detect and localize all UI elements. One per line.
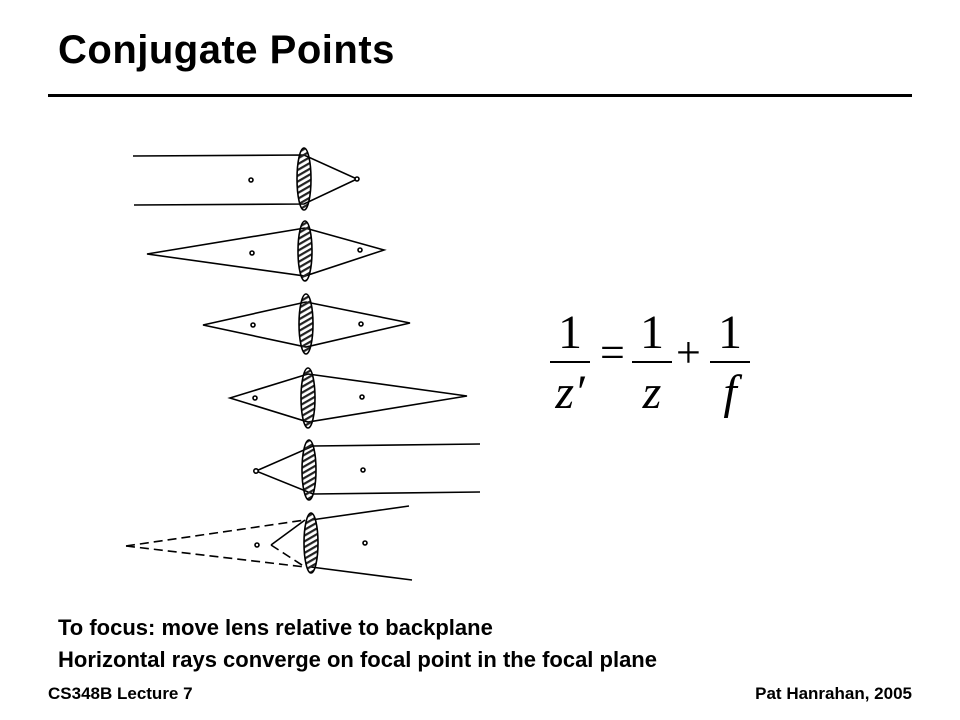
focal-point: [360, 467, 366, 473]
focal-point: [354, 176, 360, 182]
footer-author: Pat Hanrahan, 2005: [755, 684, 912, 703]
ray-case-virtual-image: [125, 505, 413, 581]
focal-point: [358, 321, 364, 327]
title-divider: [48, 94, 912, 97]
equals-sign: =: [600, 328, 625, 377]
focal-point: [249, 250, 255, 256]
slide-title: Conjugate Points: [58, 28, 395, 72]
ray-case-infinity-object: [132, 147, 360, 211]
lens: [297, 220, 313, 282]
footer-course: CS348B Lecture 7: [48, 684, 193, 703]
focal-point: [359, 394, 365, 400]
denominator: z′: [555, 366, 585, 419]
lens: [301, 439, 317, 501]
plus-sign: +: [676, 328, 701, 377]
ray-case-object-at-focus: [253, 439, 481, 501]
focal-point: [362, 540, 368, 546]
numerator: 1: [640, 306, 664, 359]
denominator: f: [723, 366, 737, 419]
lens: [300, 367, 316, 429]
lens: [303, 512, 319, 574]
note-line: Horizontal rays converge on focal point …: [58, 647, 657, 672]
numerator: 1: [718, 306, 742, 359]
denominator: z: [642, 366, 662, 419]
note-line: To focus: move lens relative to backplan…: [58, 615, 493, 640]
numerator: 1: [558, 306, 582, 359]
focal-point: [252, 395, 258, 401]
slide-notes: To focus: move lens relative to backplan…: [58, 612, 657, 676]
ray-case-far-object: [146, 220, 387, 282]
ray-case-2f-object: [202, 293, 411, 355]
fraction-bar: [710, 361, 750, 363]
focal-point: [254, 542, 260, 548]
fraction-bar: [550, 361, 590, 363]
focal-point: [253, 467, 260, 474]
focal-point: [357, 247, 363, 253]
fraction-bar: [632, 361, 672, 363]
ray-case-near-object: [227, 367, 468, 429]
lens: [298, 293, 314, 355]
lens: [296, 147, 312, 211]
focal-point: [250, 322, 256, 328]
focal-point: [248, 177, 254, 183]
